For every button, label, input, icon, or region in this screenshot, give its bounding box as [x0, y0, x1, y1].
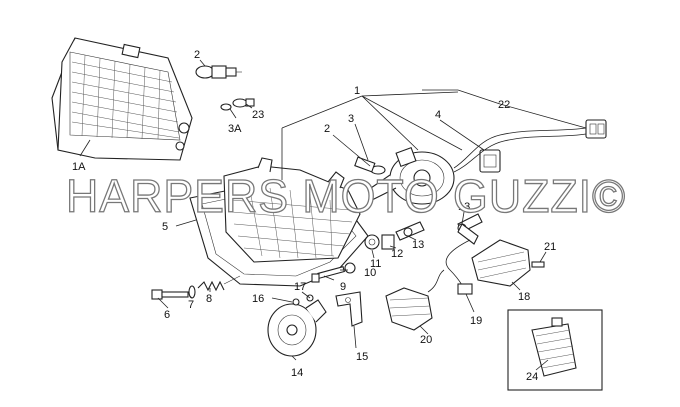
callout-1: 1	[354, 85, 360, 97]
callout-8: 8	[206, 293, 212, 305]
callout-19: 19	[470, 315, 482, 327]
bolts-9-10	[311, 262, 356, 283]
callout-18: 18	[518, 291, 530, 303]
callout-3A: 3A	[228, 123, 242, 135]
callout-4: 4	[435, 109, 441, 121]
callout-6: 6	[164, 309, 170, 321]
callout-13-right: 13	[458, 201, 470, 213]
turn-indicator-left	[385, 269, 445, 331]
reflector-inset	[507, 309, 603, 391]
bulb-h4	[195, 65, 242, 79]
callout-24: 24	[526, 371, 538, 383]
turn-indicator-right	[445, 223, 545, 295]
callout-22: 22	[498, 99, 510, 111]
callout-14: 14	[291, 367, 303, 379]
callout-1A: 1A	[72, 161, 86, 173]
horn	[267, 294, 327, 357]
parking-bulb	[220, 98, 255, 111]
callout-23: 23	[252, 109, 264, 121]
callout-16: 16	[252, 293, 264, 305]
callout-2-top: 2	[194, 49, 200, 61]
callout-20: 20	[420, 334, 432, 346]
callout-10: 10	[364, 267, 376, 279]
headlight-housing	[189, 157, 369, 287]
callout-3: 3	[348, 113, 354, 125]
callout-15: 15	[356, 351, 368, 363]
callout-12: 12	[391, 248, 403, 260]
bulb-socket-assembly	[354, 156, 386, 175]
watermark-text: HARPERS MOTO GUZZI©	[66, 170, 626, 222]
callout-labels: 1 1A 2 2 3 3A 4 5 6 7 8 9 10 11 12 13 13…	[72, 49, 556, 383]
callout-17: 17	[294, 281, 306, 293]
connector-block	[479, 149, 501, 173]
headlamp-lens-unit	[51, 37, 193, 161]
callout-9: 9	[340, 281, 346, 293]
reflector-body	[367, 146, 455, 205]
wiring-harness	[453, 119, 607, 173]
callout-21: 21	[544, 241, 556, 253]
callout-5: 5	[162, 221, 168, 233]
callout-7: 7	[188, 299, 194, 311]
callout-13-center: 13	[412, 239, 424, 251]
bolt-washer-spring	[151, 275, 241, 300]
horn-bracket	[335, 291, 363, 327]
callout-2-assembly: 2	[324, 123, 330, 135]
callout-11: 11	[370, 258, 381, 270]
leader-lines	[79, 59, 587, 371]
